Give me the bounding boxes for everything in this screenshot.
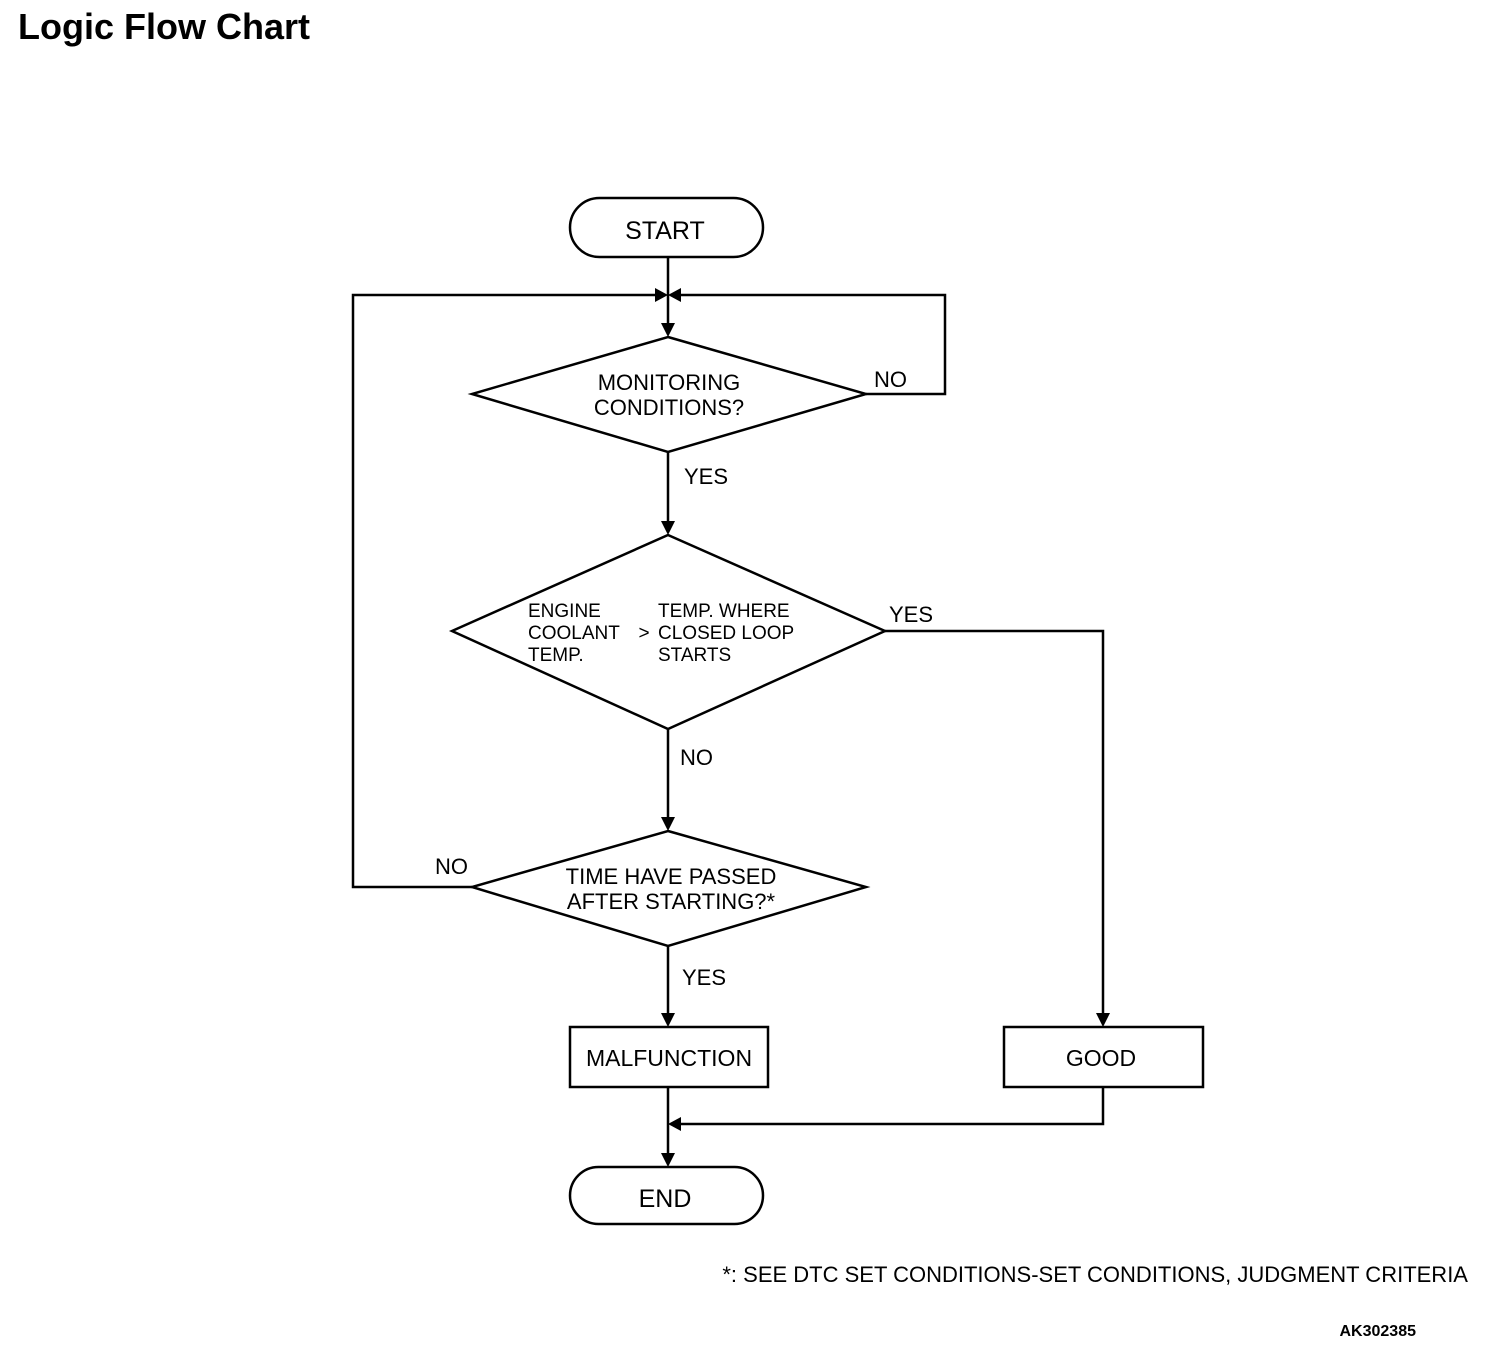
end-label: END [639,1185,692,1213]
arrowhead-into-time [661,817,675,831]
malfunction-box [568,1025,770,1089]
monitoring-decision [467,335,871,454]
monitoring-label-line-2: CONDITIONS? [594,395,744,420]
page-title: Logic Flow Chart [18,6,310,47]
figure-id: AK302385 [1339,1323,1417,1340]
good-box [1002,1025,1205,1089]
arrowhead-into-loop-left [655,288,668,302]
time-label-line-2: AFTER STARTING?* [567,889,776,914]
coolant-operator: > [638,623,649,644]
good-label: GOOD [1066,1045,1136,1071]
arrowhead-into-good [1096,1013,1110,1027]
arrowhead-into-malfunction [661,1013,675,1027]
arrowhead-into-coolant [661,521,675,535]
end-terminal [568,1165,765,1226]
coolant-left-line-2: COOLANT [528,623,620,644]
time-label-line-1: TIME HAVE PASSED [566,864,777,889]
coolant-left-line-1: ENGINE [528,601,601,622]
time-passed-decision [467,829,871,948]
arrowhead-into-loop-right [668,288,681,302]
coolant-right-line-1: TEMP. WHERE [658,601,790,622]
start-terminal [568,196,765,259]
edge-label-coolant-yes: YES [889,602,933,627]
coolant-temp-decision [448,533,889,731]
connector-time-no-loop [351,293,660,889]
start-label: START [625,217,705,245]
coolant-right-line-2: CLOSED LOOP [658,623,794,644]
connector-coolant-yes [885,629,1105,1020]
coolant-left-line-3: TEMP. [528,645,584,666]
footnote: *: SEE DTC SET CONDITIONS-SET CONDITIONS… [722,1262,1468,1287]
monitoring-label-line-1: MONITORING [598,370,741,395]
edge-label-monitoring-no: NO [874,367,907,392]
connector-monitoring-no-loop [676,293,947,396]
arrowhead-good-join [668,1117,681,1131]
connector-good-to-end [676,1087,1105,1126]
malfunction-label: MALFUNCTION [586,1045,752,1071]
arrowhead-into-monitoring [661,323,675,337]
coolant-right-line-3: STARTS [658,645,731,666]
edge-label-time-no: NO [435,854,468,879]
edge-label-monitoring-yes: YES [684,464,728,489]
arrowhead-into-end [661,1153,675,1167]
edge-label-time-yes: YES [682,965,726,990]
edge-label-coolant-no: NO [680,745,713,770]
